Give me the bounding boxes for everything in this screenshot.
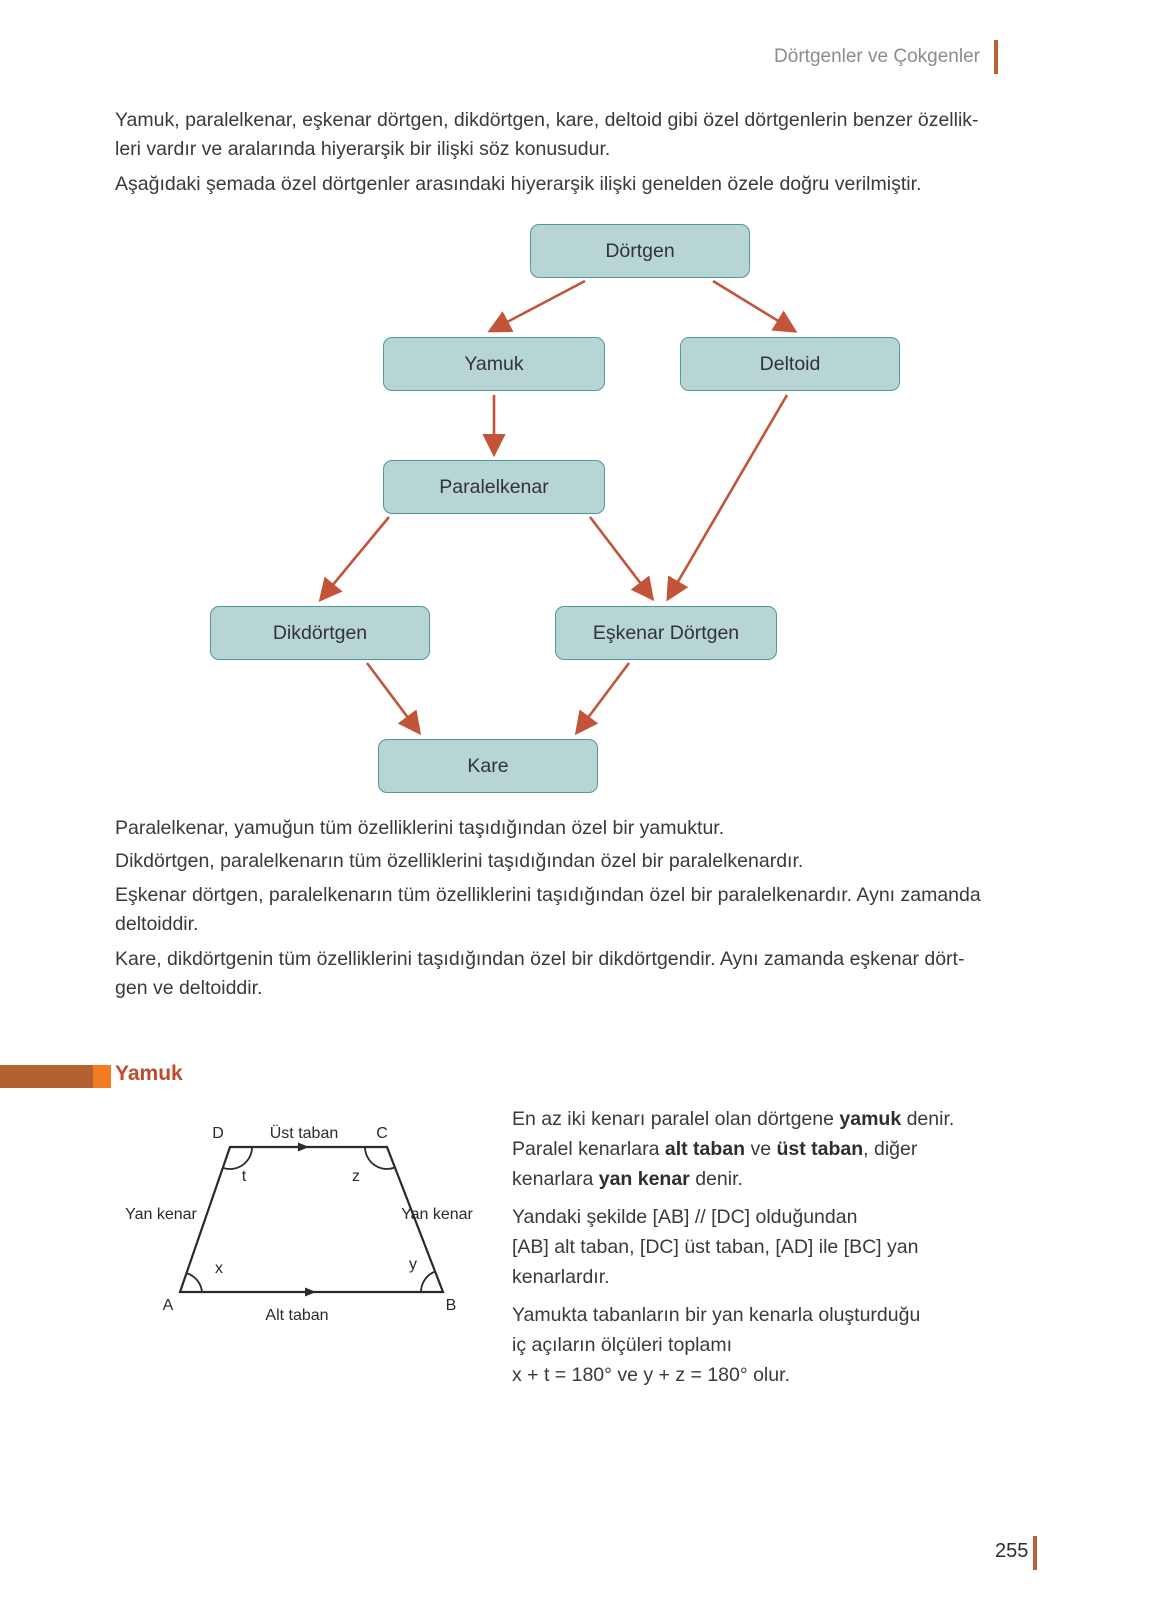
bottom-edge-arrow-icon bbox=[305, 1287, 316, 1297]
note-kare: Kare, dikdörtgenin tüm özelliklerini taş… bbox=[115, 945, 1015, 1003]
page-number: 255 bbox=[995, 1540, 1029, 1562]
node-dikdortgen: Dikdörtgen bbox=[210, 606, 430, 660]
section-title: Yamuk bbox=[115, 1062, 183, 1085]
section-accent-bar-bright bbox=[93, 1065, 111, 1088]
arrow-dortgen-deltoid bbox=[712, 279, 798, 333]
arrow-dikdortgen-kare bbox=[365, 662, 422, 736]
vertex-label-d: D bbox=[212, 1125, 224, 1142]
right-side-label: Yan kenar bbox=[401, 1206, 473, 1223]
arrow-paralelkenar-eskenar bbox=[588, 516, 655, 602]
note-2-line1: Dikdörtgen, paralelkenarın tüm özellikle… bbox=[115, 850, 804, 872]
def-line-3: kenarlara yan kenar denir. bbox=[512, 1164, 992, 1194]
chapter-title: Dörtgenler ve Çokgenler bbox=[774, 46, 980, 67]
node-dortgen: Dörtgen bbox=[530, 224, 750, 278]
definition-paragraph-1: En az iki kenarı paralel olan dörtgene y… bbox=[512, 1104, 992, 1194]
arrow-dortgen-yamuk bbox=[487, 279, 586, 333]
note-3-line1: Eşkenar dörtgen, paralelkenarın tüm özel… bbox=[115, 884, 981, 906]
definition-paragraph-3: Yamukta tabanların bir yan kenarla oluşt… bbox=[512, 1300, 992, 1390]
note-eskenar: Eşkenar dörtgen, paralelkenarın tüm özel… bbox=[115, 881, 1015, 939]
intro-p1-line1: Yamuk, paralelkenar, eşkenar dörtgen, di… bbox=[115, 109, 979, 131]
def-l3-text: kenarlara bbox=[512, 1168, 599, 1190]
section-accent-bar-dark bbox=[0, 1065, 93, 1088]
left-side-label: Yan kenar bbox=[125, 1206, 197, 1223]
intro-paragraph-1: Yamuk, paralelkenar, eşkenar dörtgen, di… bbox=[115, 106, 1015, 164]
def-l2-bold-alt-taban: alt taban bbox=[664, 1138, 746, 1160]
arrow-eskenar-kare bbox=[574, 662, 631, 736]
note-3-line2: deltoiddir. bbox=[115, 913, 199, 935]
angle-arc-c bbox=[364, 1146, 396, 1170]
def-line-9-equation: x + t = 180° ve y + z = 180° olur. bbox=[512, 1364, 790, 1386]
header-accent-bar bbox=[994, 40, 998, 74]
trapezoid-outline bbox=[178, 1145, 445, 1294]
arrow-paralelkenar-dikdortgen bbox=[318, 516, 391, 603]
note-4-line1: Kare, dikdörtgenin tüm özelliklerini taş… bbox=[115, 948, 965, 970]
def-l1-bold-yamuk: yamuk bbox=[839, 1108, 902, 1130]
top-edge-arrow-icon bbox=[298, 1142, 309, 1152]
angle-arc-d bbox=[222, 1146, 253, 1170]
hierarchy-diagram: Dörtgen Yamuk Deltoid Paralelkenar Dikdö… bbox=[0, 224, 1151, 799]
def-line-7: Yamukta tabanların bir yan kenarla oluşt… bbox=[512, 1304, 921, 1326]
def-line-4: Yandaki şekilde [AB] // [DC] olduğundan bbox=[512, 1206, 858, 1228]
arrow-deltoid-eskenar bbox=[666, 394, 789, 602]
note-1-line1: Paralelkenar, yamuğun tüm özelliklerini … bbox=[115, 817, 725, 839]
vertex-label-c: C bbox=[376, 1125, 388, 1142]
def-line-8: iç açıların ölçüleri toplamı bbox=[512, 1334, 733, 1356]
def-line-2: Paralel kenarlara alt taban ve üst taban… bbox=[512, 1134, 992, 1164]
note-dikdortgen: Dikdörtgen, paralelkenarın tüm özellikle… bbox=[115, 847, 1015, 876]
def-l2-end: , diğer bbox=[863, 1138, 918, 1160]
def-l3-bold-yan-kenar: yan kenar bbox=[598, 1168, 690, 1190]
yamuk-definition-text: En az iki kenarı paralel olan dörtgene y… bbox=[512, 1104, 992, 1398]
angle-label-y: y bbox=[409, 1256, 417, 1273]
note-4-line2: gen ve deltoiddir. bbox=[115, 977, 263, 999]
def-l1-text: En az iki kenarı paralel olan dörtgene bbox=[512, 1108, 840, 1130]
note-paralelkenar: Paralelkenar, yamuğun tüm özelliklerini … bbox=[115, 814, 1015, 843]
node-paralelkenar: Paralelkenar bbox=[383, 460, 605, 514]
vertex-label-a: A bbox=[163, 1297, 174, 1314]
node-eskenar-dortgen: Eşkenar Dörtgen bbox=[555, 606, 777, 660]
def-line-5: [AB] alt taban, [DC] üst taban, [AD] ile… bbox=[512, 1236, 919, 1258]
node-kare: Kare bbox=[378, 739, 598, 793]
definition-paragraph-2: Yandaki şekilde [AB] // [DC] olduğundan … bbox=[512, 1202, 992, 1292]
trapezoid-figure: D C A B Üst taban Alt taban Yan kenar Ya… bbox=[125, 1124, 473, 1324]
node-yamuk: Yamuk bbox=[383, 337, 605, 391]
angle-label-t: t bbox=[242, 1168, 247, 1185]
diagram-arrows bbox=[318, 279, 798, 736]
def-line-1: En az iki kenarı paralel olan dörtgene y… bbox=[512, 1104, 992, 1134]
angle-arc-b bbox=[420, 1270, 436, 1293]
def-l2-text: Paralel kenarlara bbox=[512, 1138, 665, 1160]
vertex-label-b: B bbox=[446, 1297, 457, 1314]
bottom-edge-label: Alt taban bbox=[265, 1307, 328, 1324]
page-number-accent-bar bbox=[1033, 1536, 1037, 1570]
def-line-6: kenarlardır. bbox=[512, 1266, 610, 1288]
def-l1-end: denir. bbox=[901, 1108, 955, 1130]
angle-label-z: z bbox=[352, 1168, 360, 1185]
angle-label-x: x bbox=[215, 1260, 223, 1277]
def-l3-end: denir. bbox=[689, 1168, 743, 1190]
node-deltoid: Deltoid bbox=[680, 337, 900, 391]
def-l2-bold-ust-taban: üst taban bbox=[776, 1138, 864, 1160]
intro-p2-line1: Aşağıdaki şemada özel dörtgenler arasınd… bbox=[115, 173, 922, 195]
intro-paragraph-2: Aşağıdaki şemada özel dörtgenler arasınd… bbox=[115, 170, 1015, 199]
angle-arc-a bbox=[186, 1272, 203, 1293]
intro-p1-line2: leri vardır ve aralarında hiyerarşik bir… bbox=[115, 138, 611, 160]
top-edge-label: Üst taban bbox=[270, 1124, 338, 1142]
def-l2-mid: ve bbox=[745, 1138, 777, 1160]
